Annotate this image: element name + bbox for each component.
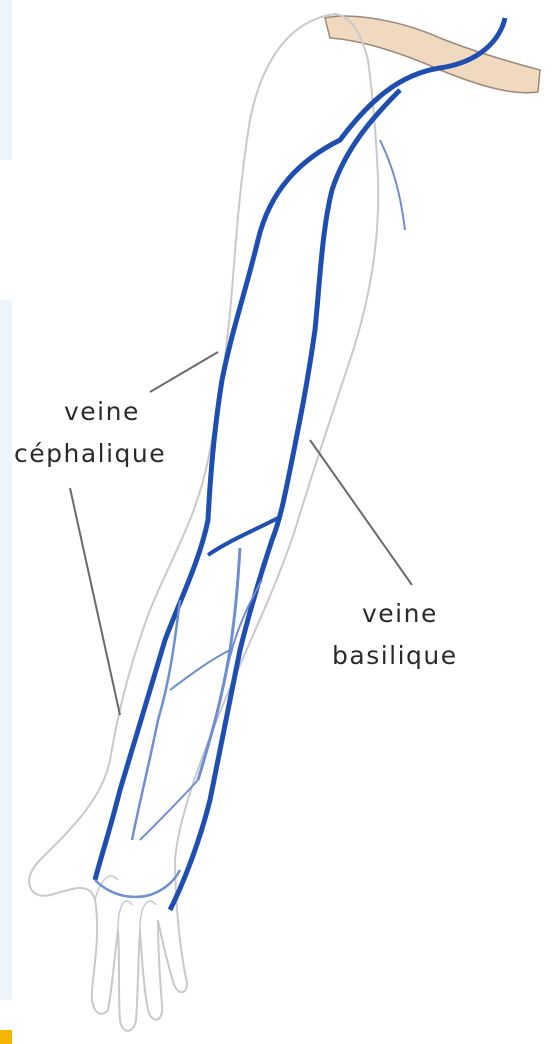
finger-line-3 xyxy=(140,901,156,930)
basilic-vein-label-line2: basilique xyxy=(332,642,458,670)
forearm-vein-branch-3 xyxy=(140,780,198,840)
cephalic-pointer-line-lower xyxy=(70,488,120,715)
forearm-vein-branch-4 xyxy=(170,650,230,690)
cephalic-vein-label-line1: veine xyxy=(64,398,140,426)
basilic-vein-label-line1: veine xyxy=(362,600,438,628)
basilic-vein xyxy=(170,90,400,910)
finger-line-2 xyxy=(118,901,132,930)
hand-vein-arch xyxy=(95,870,180,897)
clavicle-bone xyxy=(325,16,540,93)
arm-outline xyxy=(29,14,378,1031)
cephalic-pointer-line-upper xyxy=(150,352,218,392)
corner-marker xyxy=(0,1030,12,1044)
upper-arm-branch xyxy=(380,140,405,230)
basilic-pointer-line xyxy=(310,440,412,585)
cephalic-vein-label-line2: céphalique xyxy=(14,440,166,468)
